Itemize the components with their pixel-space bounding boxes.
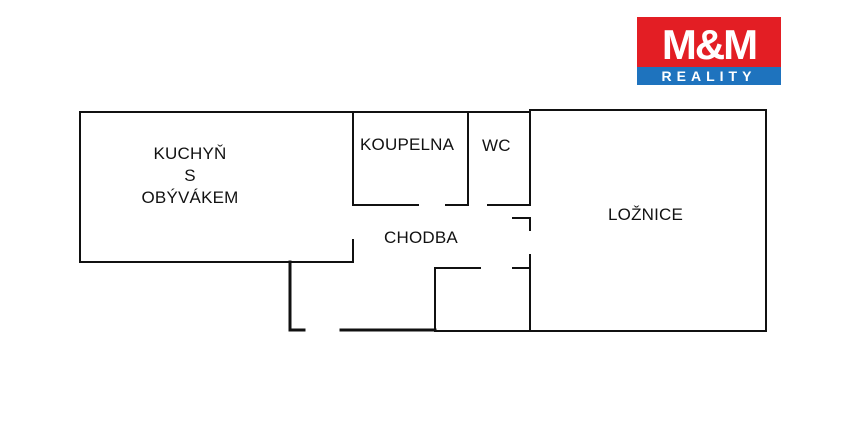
kitchen-outline [79, 111, 354, 263]
kitchen-label-line3: OBÝVÁKEM [141, 188, 239, 207]
bedroom-outline [529, 109, 767, 332]
room-label-bathroom: KOUPELNA [360, 135, 455, 154]
mm-reality-logo: M&M REALITY [637, 17, 781, 85]
logo-mark-text: M&M [662, 21, 756, 68]
logo-blue-band [637, 67, 781, 85]
logo-subtitle-text: REALITY [662, 68, 757, 84]
room-label-wc: WC [482, 136, 511, 155]
room-label-bedroom: LOŽNICE [608, 205, 684, 224]
logo-red-panel [637, 17, 781, 67]
room-label-kitchen: KUCHYŇ S OBÝVÁKEM [130, 143, 250, 209]
kitchen-label-line2: S [184, 166, 196, 185]
room-label-hallway: CHODBA [384, 228, 458, 247]
kitchen-label-line1: KUCHYŇ [153, 144, 227, 163]
